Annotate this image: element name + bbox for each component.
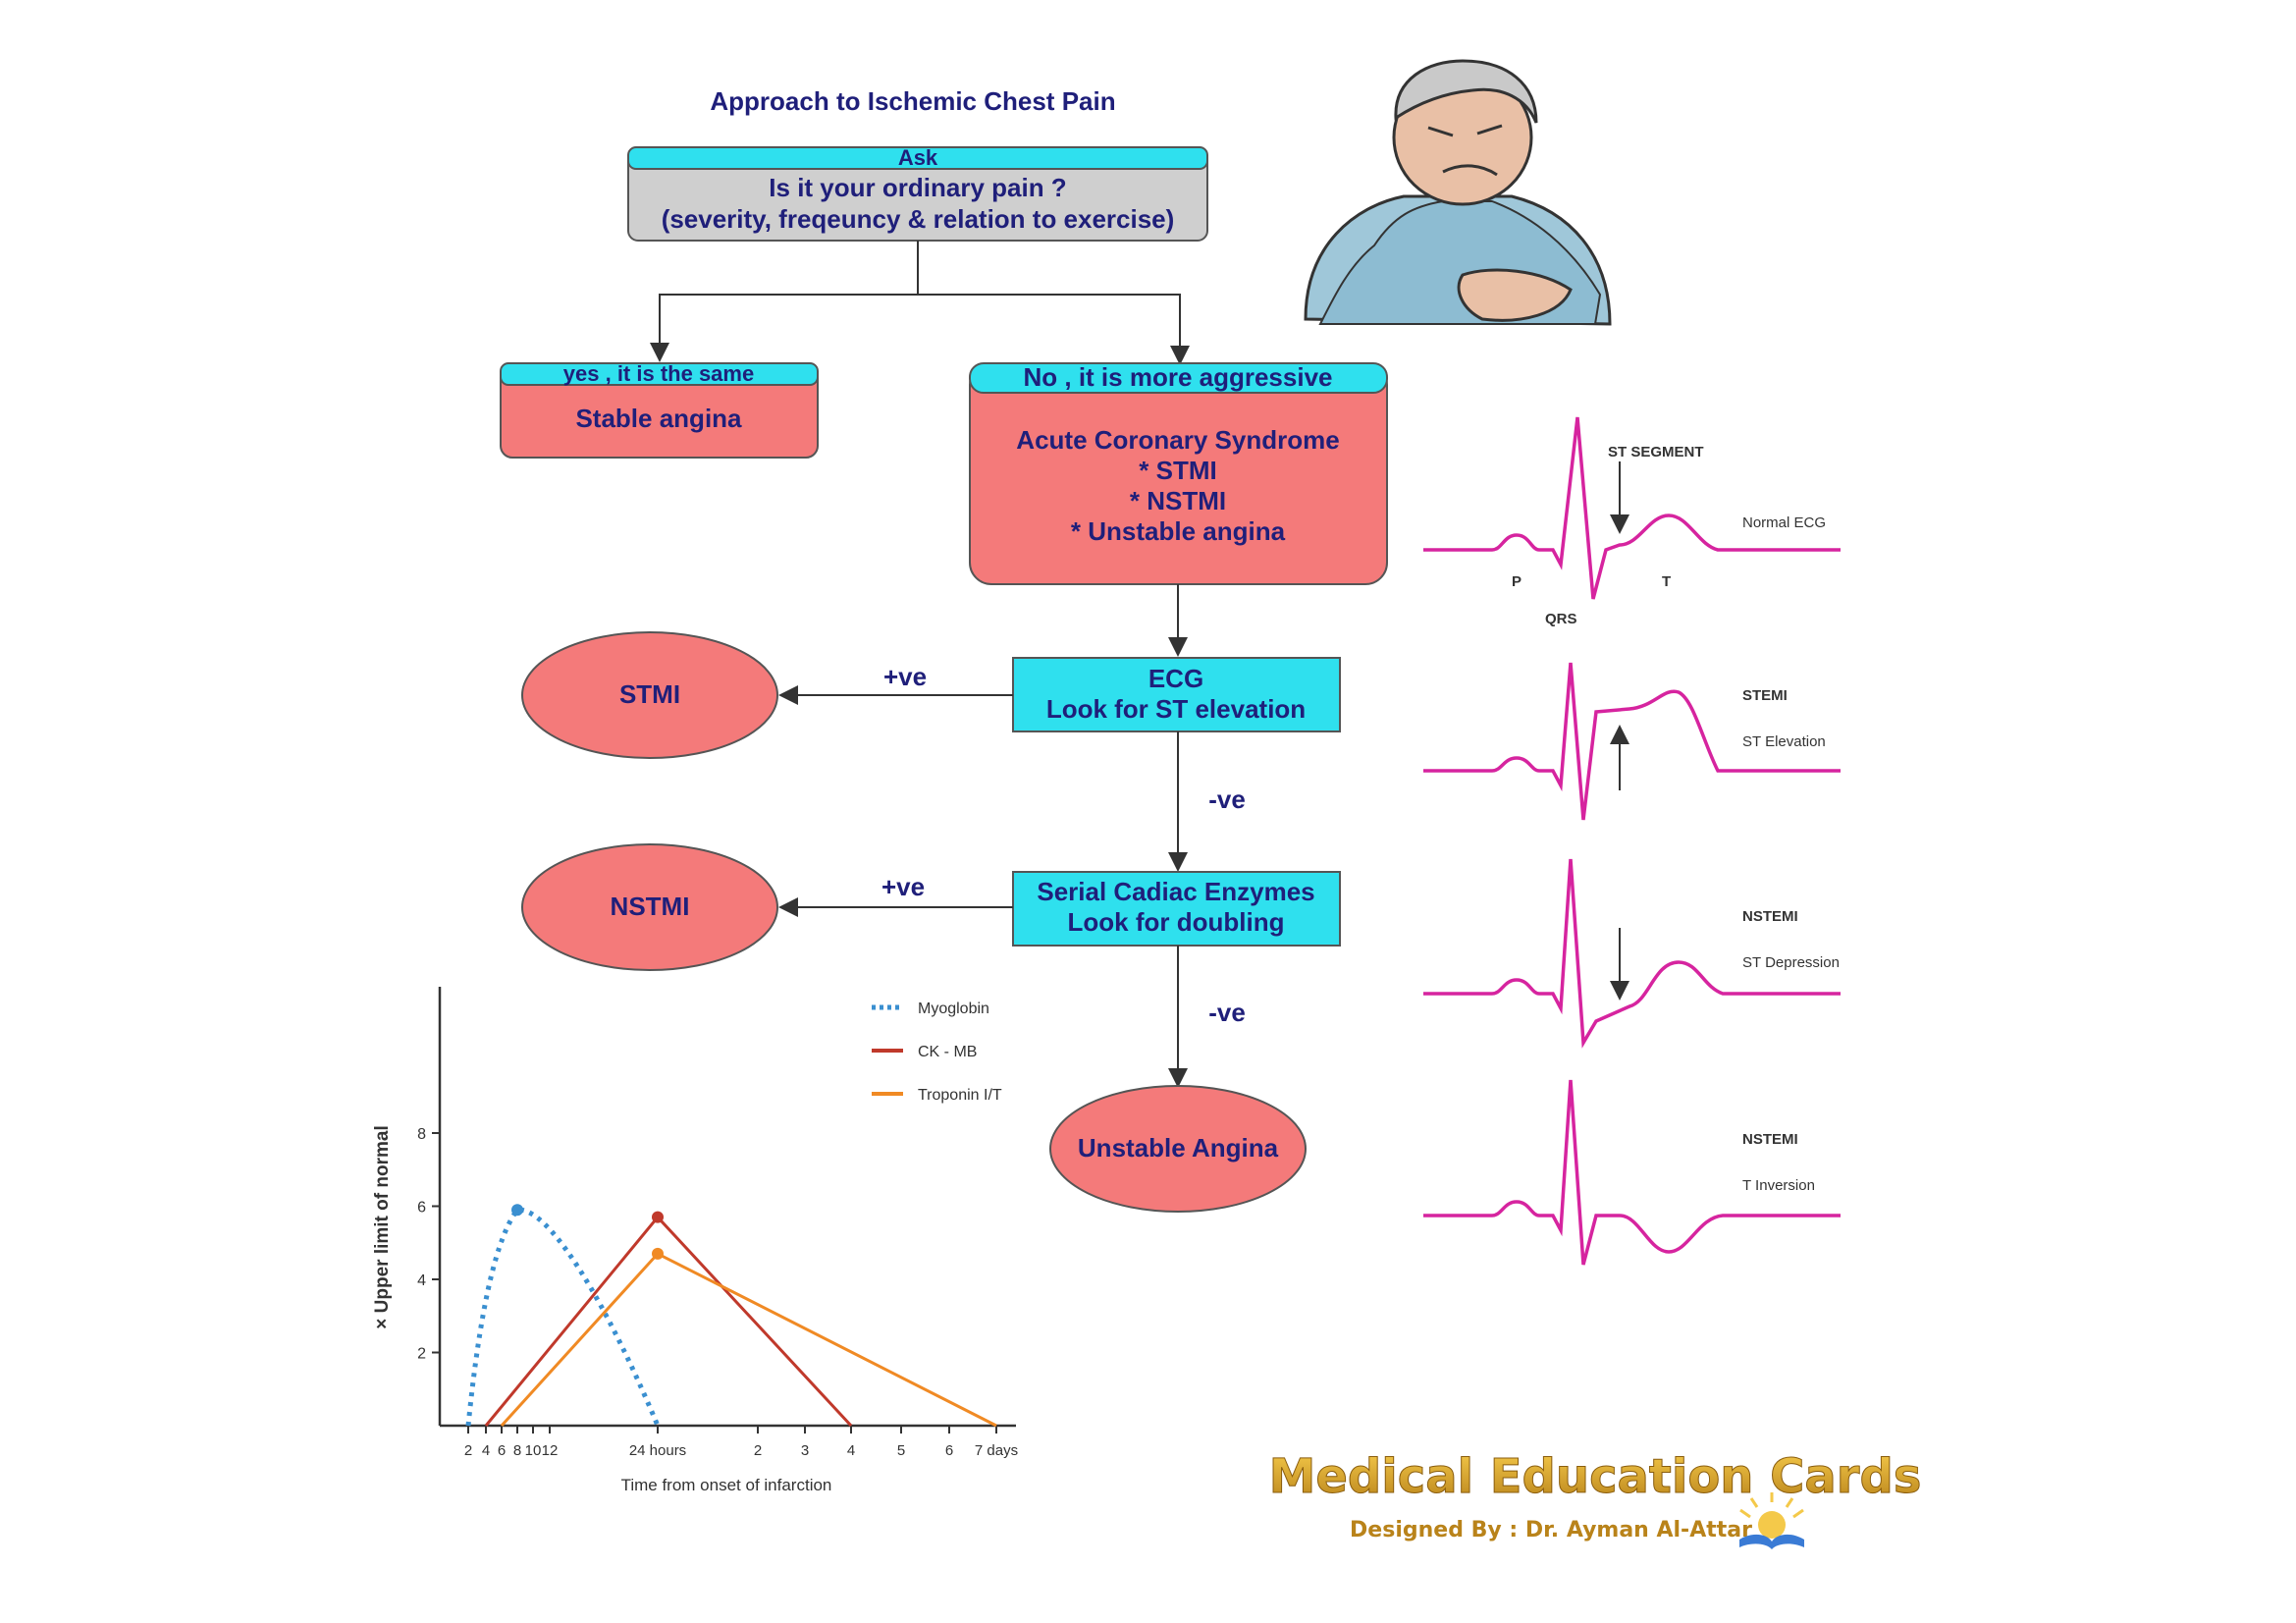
ecg-box: ECG Look for ST elevation (1012, 657, 1341, 732)
page-title: Approach to Ischemic Chest Pain (710, 86, 1115, 116)
series-line-myoglobin (465, 1207, 661, 1427)
x-tick-label: 24 hours (629, 1442, 686, 1459)
y-tick-label: 8 (417, 1126, 426, 1143)
branding: Medical Education Cards Designed By : Dr… (1268, 1449, 1922, 1549)
series-line-troponin-i-t (500, 1252, 997, 1428)
x-tick-label: 6 (498, 1442, 506, 1459)
flowchart: Approach to Ischemic Chest Pain Ask Is i… (500, 86, 1388, 1213)
legend-myoglobin: Myoglobin (918, 1001, 989, 1017)
ecg-label: ECG (1148, 664, 1203, 693)
acs-box: No , it is more aggressive Acute Coronar… (969, 362, 1388, 585)
unstable-angina-label: Unstable Angina (1078, 1133, 1279, 1163)
ecg-normal-panel: ST SEGMENT Normal ECG P T QRS (1423, 416, 1841, 627)
unstable-angina-node: Unstable Angina (1049, 1085, 1307, 1213)
x-tick-label: 5 (897, 1442, 905, 1459)
y-axis-label: × Upper limit of normal (372, 1125, 393, 1328)
x-tick-label: 3 (801, 1442, 809, 1459)
ecg-negative-label: -ve (1208, 784, 1246, 814)
series-line-ck-mb (484, 1215, 853, 1428)
patient-chest-pain-illustration (1304, 59, 1612, 326)
x-tick-label: 7 days (975, 1442, 1018, 1459)
acs-line-2: * STMI (1139, 456, 1216, 485)
sun-book-logo-icon (1739, 1492, 1804, 1549)
peak-point-troponin-i-t (652, 1247, 664, 1260)
x-tick-label: 8 (513, 1442, 521, 1459)
arrow-to-acs (918, 294, 1190, 365)
y-tick-label: 2 (417, 1346, 426, 1363)
acs-line-3: * NSTMI (1130, 486, 1226, 515)
ask-question: Is it your ordinary pain ? (769, 173, 1066, 202)
qrs-label: QRS (1545, 611, 1577, 627)
arrow-to-stable (650, 241, 919, 362)
t-wave-label: T (1662, 573, 1671, 590)
nstemi-depression-title: NSTEMI (1742, 908, 1798, 925)
ecg-nstemi-inversion-panel: NSTEMI T Inversion (1423, 1079, 1841, 1266)
stable-angina-box: yes , it is the same Stable angina (500, 361, 819, 459)
st-depression-label: ST Depression (1742, 954, 1840, 971)
ecg-instruction: Look for ST elevation (1046, 694, 1306, 724)
ask-criteria: (severity, freqeuncy & relation to exerc… (662, 204, 1175, 234)
peak-point-ck-mb (652, 1211, 664, 1223)
stmi-label: STMI (619, 679, 680, 709)
x-tick-label: 12 (542, 1442, 559, 1459)
ask-header: Ask (898, 145, 938, 170)
y-tick-group: 2 4 6 8 (417, 1126, 440, 1363)
ecg-panels: ST SEGMENT Normal ECG P T QRS STEMI ST E… (1423, 416, 1841, 1266)
normal-ecg-label: Normal ECG (1742, 514, 1826, 531)
ecg-normal-trace (1423, 416, 1841, 600)
enzymes-box: Serial Cadiac Enzymes Look for doubling (1012, 871, 1341, 947)
x-axis-label: Time from onset of infarction (621, 1476, 832, 1494)
acs-line-4: * Unstable angina (1071, 516, 1286, 546)
stable-angina-label: Stable angina (575, 404, 742, 433)
enzymes-negative-label: -ve (1208, 998, 1246, 1027)
x-tick-label: 2 (464, 1442, 472, 1459)
designer-credit: Designed By : Dr. Ayman Al-Attar (1350, 1518, 1752, 1542)
stemi-title: STEMI (1742, 687, 1788, 704)
x-tick-label: 4 (847, 1442, 855, 1459)
ecg-stemi-panel: STEMI ST Elevation (1423, 662, 1841, 821)
x-tick-label: 10 (525, 1442, 542, 1459)
y-tick-label: 4 (417, 1272, 426, 1289)
x-tick-label: 6 (945, 1442, 953, 1459)
y-tick-label: 6 (417, 1200, 426, 1217)
ecg-stemi-trace (1423, 662, 1841, 821)
chart-legend: Myoglobin CK - MB Troponin I/T (872, 1001, 1002, 1104)
stmi-positive-label: +ve (883, 662, 927, 691)
x-tick-label: 2 (754, 1442, 762, 1459)
p-wave-label: P (1512, 573, 1522, 590)
legend-troponin: Troponin I/T (918, 1087, 1002, 1104)
yes-header: yes , it is the same (563, 361, 754, 386)
legend-ck-mb: CK - MB (918, 1044, 977, 1060)
stmi-node: STMI (521, 631, 778, 759)
ask-box: Ask Is it your ordinary pain ? (severity… (627, 145, 1208, 242)
peak-point-myoglobin (511, 1204, 523, 1217)
nstmi-node: NSTMI (521, 843, 778, 971)
enzymes-instruction: Look for doubling (1068, 907, 1285, 937)
nstemi-inversion-title: NSTEMI (1742, 1131, 1798, 1148)
nstmi-label: NSTMI (611, 892, 690, 921)
x-tick-label: 4 (482, 1442, 490, 1459)
ecg-nstemi-inversion-trace (1423, 1079, 1841, 1266)
ecg-nstemi-depression-panel: NSTEMI ST Depression (1423, 858, 1841, 1049)
no-header: No , it is more aggressive (1023, 362, 1332, 392)
ecg-nstemi-depression-trace (1423, 858, 1841, 1049)
enzymes-label: Serial Cadiac Enzymes (1037, 877, 1314, 906)
st-segment-label: ST SEGMENT (1608, 444, 1704, 460)
nstmi-positive-label: +ve (881, 872, 925, 901)
st-elevation-label: ST Elevation (1742, 733, 1826, 750)
chart-series (465, 1204, 997, 1428)
brand-title: Medical Education Cards (1269, 1449, 1922, 1504)
acs-line-1: Acute Coronary Syndrome (1016, 425, 1339, 455)
t-inversion-label: T Inversion (1742, 1177, 1815, 1194)
